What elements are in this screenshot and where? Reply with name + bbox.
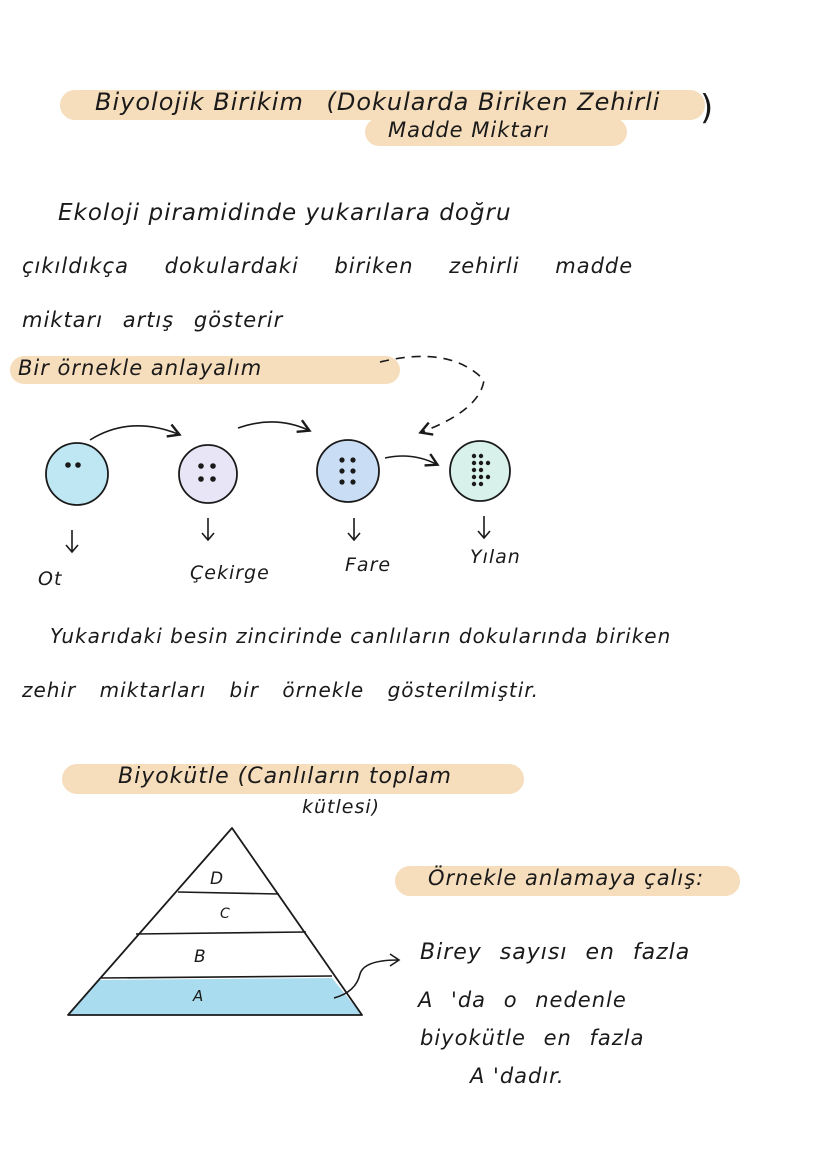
- side-heading: Örnekle anlamaya çalış:: [428, 866, 705, 890]
- down-arrow-cekirge: [201, 518, 215, 542]
- title-highlight: [60, 90, 705, 120]
- pyramid-label-a: A: [192, 987, 203, 1005]
- arrow-fare-to-yilan: [384, 453, 440, 467]
- pyramid-base-level: [68, 978, 362, 1015]
- biyokutle-title-line2: kütlesi): [302, 796, 381, 818]
- caption-line-2: zehir miktarları bir örnekle gösterilmiş…: [22, 678, 540, 702]
- down-arrow-ot: [65, 530, 79, 554]
- paragraph-line-1: Ekoloji piramidinde yukarılara doğru: [58, 200, 512, 226]
- section1-title-line2: Madde Miktarı: [388, 118, 550, 142]
- biomass-pyramid: D C B A: [67, 827, 363, 1016]
- title-paren: (Dokularda Biriken Zehirli: [326, 88, 661, 116]
- paragraph-line-3: miktarı artış gösterir: [22, 308, 284, 332]
- arrow-cekirge-to-fare: [237, 419, 312, 434]
- food-chain-diagram: [45, 355, 511, 554]
- pyramid-outline: [67, 827, 363, 1016]
- label-yilan: Yılan: [470, 546, 521, 568]
- side-text-1: Birey sayısı en fazla: [420, 940, 691, 965]
- label-fare: Fare: [345, 554, 392, 576]
- side-text-3: biyokütle en fazla: [420, 1026, 645, 1050]
- caption-line-1: Yukarıdaki besin zincirinde canlıların d…: [50, 624, 672, 648]
- organism-ot: [45, 442, 109, 506]
- pyramid-label-b: B: [194, 947, 206, 967]
- biyokutle-title: Biyokütle (Canlıların toplam: [118, 764, 452, 789]
- paragraph-line-2: çıkıldıkça dokulardaki biriken zehirli m…: [22, 254, 634, 278]
- dashed-arrow: [379, 355, 485, 436]
- side-text-4: A 'dadır.: [470, 1064, 565, 1088]
- pointer-arrow: [333, 953, 401, 999]
- organism-yilan: [449, 440, 511, 502]
- side-heading-highlight: [395, 866, 740, 896]
- pyramid-label-d: D: [210, 869, 223, 889]
- arrow-ot-to-cekirge: [89, 423, 182, 441]
- label-cekirge: Çekirge: [190, 562, 270, 584]
- down-arrow-fare: [347, 518, 361, 542]
- section1-title: Biyolojik Birikim (Dokularda Biriken Zeh…: [95, 88, 660, 116]
- title-close-paren: ): [700, 88, 714, 128]
- example-heading: Bir örnekle anlayalım: [18, 356, 263, 380]
- title-line2-highlight: [365, 118, 627, 146]
- organism-cekirge: [178, 444, 238, 504]
- organism-fare: [316, 439, 380, 503]
- title-main: Biyolojik Birikim: [95, 88, 304, 116]
- example-highlight: [10, 356, 400, 384]
- label-ot: Ot: [38, 568, 63, 590]
- biyokutle-highlight: [62, 764, 524, 794]
- down-arrow-yilan: [477, 516, 491, 540]
- side-text-2: A 'da o nedenle: [418, 988, 627, 1012]
- pyramid-label-c: C: [220, 906, 230, 922]
